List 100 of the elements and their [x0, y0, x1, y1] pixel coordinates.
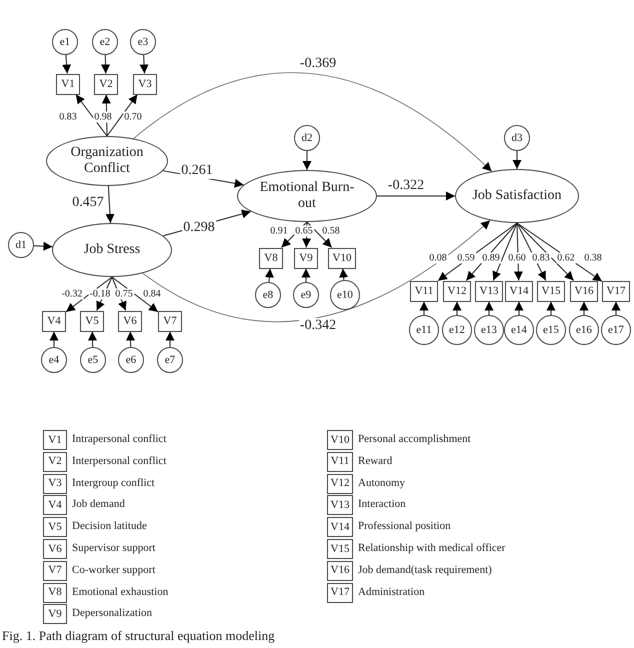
- observed-variable-box: V16: [570, 280, 598, 302]
- latent-variable-ellipse: Job Stress: [52, 223, 172, 277]
- arrow: [376, 192, 456, 200]
- variable-description: Intergroup conflict: [72, 476, 155, 489]
- observed-variable-box: V9: [43, 604, 67, 624]
- variable-description: Supervisor support: [72, 542, 156, 554]
- edge-label: -0.18: [88, 288, 112, 300]
- observed-variable-box: V2: [94, 74, 118, 94]
- variable-description: Autonomy: [358, 476, 406, 489]
- variable-description: Personal accomplishment: [358, 433, 471, 445]
- observed-variable-box: V13: [475, 280, 503, 302]
- variable-description: Reward: [358, 454, 392, 467]
- observed-variable-box: V10: [328, 248, 356, 268]
- arrow: [101, 54, 110, 74]
- observed-variable-box: V5: [43, 517, 67, 538]
- edge-label: 0.91: [269, 226, 289, 236]
- error-term-circle: e14: [504, 315, 534, 345]
- observed-variable-box: V11: [327, 452, 353, 472]
- observed-variable-box: V15: [537, 280, 565, 302]
- caption: Fig. 1. Path diagram of structural equation modeling: [2, 628, 275, 644]
- arrow: [516, 222, 546, 281]
- variable-description: Interpersonal conflict: [72, 454, 166, 467]
- arrow: [580, 301, 588, 316]
- arrow: [33, 242, 53, 251]
- observed-variable-box: V1: [43, 430, 67, 450]
- variable-description: Job demand(task requirement): [358, 564, 492, 576]
- observed-variable-box: V10: [327, 430, 353, 450]
- arrow: [302, 268, 310, 282]
- arrow: [420, 301, 428, 316]
- observed-variable-box: V5: [80, 310, 104, 332]
- edge-label: 0.38: [583, 252, 603, 264]
- arrow: [140, 54, 149, 74]
- error-term-circle: e12: [442, 315, 472, 345]
- error-term-circle: e4: [41, 347, 67, 373]
- arrow: [75, 94, 108, 136]
- observed-variable-box: V7: [43, 560, 67, 581]
- observed-variable-box: V6: [118, 310, 142, 332]
- observed-variable-box: V4: [43, 495, 67, 516]
- observed-variable-box: V14: [327, 517, 353, 538]
- edge-label: 0.59: [456, 252, 476, 264]
- variable-description: Decision latitude: [72, 520, 147, 532]
- observed-variable-box: V17: [602, 280, 630, 302]
- arrow: [306, 222, 332, 248]
- edge-label: 0.83: [58, 112, 78, 122]
- arrow: [112, 276, 158, 312]
- arrow: [66, 276, 112, 312]
- error-term-circle: e10: [330, 280, 360, 310]
- edge-label: 0.98: [93, 112, 113, 122]
- latent-variable-ellipse: Organization Conflict: [46, 136, 168, 186]
- latent-variable-ellipse: Job Satisfaction: [455, 169, 579, 223]
- observed-variable-box: V1: [56, 74, 80, 94]
- edge-label: -0.32: [60, 288, 84, 300]
- arrow: [466, 222, 518, 281]
- arrow: [142, 220, 490, 322]
- error-term-circle: e5: [80, 347, 106, 373]
- arrow: [102, 94, 111, 136]
- observed-variable-box: V16: [327, 560, 353, 581]
- arrow: [514, 222, 523, 281]
- variable-description: Emotional exhaustion: [72, 586, 168, 598]
- arrow: [516, 222, 574, 281]
- arrow: [452, 301, 462, 316]
- arrow: [50, 331, 58, 348]
- edge-label: 0.83: [531, 252, 551, 264]
- variable-description: Relationship with medical officer: [358, 542, 506, 554]
- observed-variable-box: V7: [158, 310, 182, 332]
- arrow: [126, 331, 135, 348]
- edge-label: 0.75: [114, 288, 134, 300]
- arrow: [88, 331, 97, 348]
- edge-label: 0.261: [180, 163, 214, 179]
- arrow: [264, 268, 274, 283]
- arrow: [133, 72, 492, 172]
- arrow: [166, 331, 174, 348]
- error-term-circle: e17: [601, 315, 631, 345]
- observed-variable-box: V13: [327, 495, 353, 516]
- edge-label: 0.89: [481, 252, 501, 264]
- error-term-circle: e11: [409, 315, 439, 345]
- arrow: [438, 222, 518, 282]
- error-term-circle: e16: [569, 315, 599, 345]
- arrow: [105, 186, 114, 224]
- latent-variable-ellipse: Emotional Burn-out: [237, 170, 377, 222]
- observed-variable-box: V2: [43, 452, 67, 472]
- edge-label: 0.70: [123, 112, 143, 122]
- arrow: [302, 150, 312, 170]
- observed-variable-box: V3: [43, 474, 67, 494]
- error-term-circle: e2: [92, 29, 118, 55]
- error-term-circle: e3: [130, 29, 156, 55]
- arrow: [106, 94, 138, 136]
- arrow: [62, 54, 72, 74]
- observed-variable-box: V12: [327, 474, 353, 494]
- observed-variable-box: V15: [327, 539, 353, 559]
- arrow: [339, 268, 348, 281]
- error-term-circle: e1: [52, 29, 78, 55]
- edge-label: 0.08: [428, 252, 448, 264]
- variable-description: Intrapersonal conflict: [72, 433, 166, 445]
- error-term-circle: e8: [255, 282, 281, 308]
- arrow: [516, 222, 602, 282]
- observed-variable-box: V9: [294, 248, 318, 268]
- error-term-circle: e15: [536, 315, 566, 345]
- edge-label: 0.65: [294, 226, 314, 236]
- observed-variable-box: V8: [259, 248, 283, 268]
